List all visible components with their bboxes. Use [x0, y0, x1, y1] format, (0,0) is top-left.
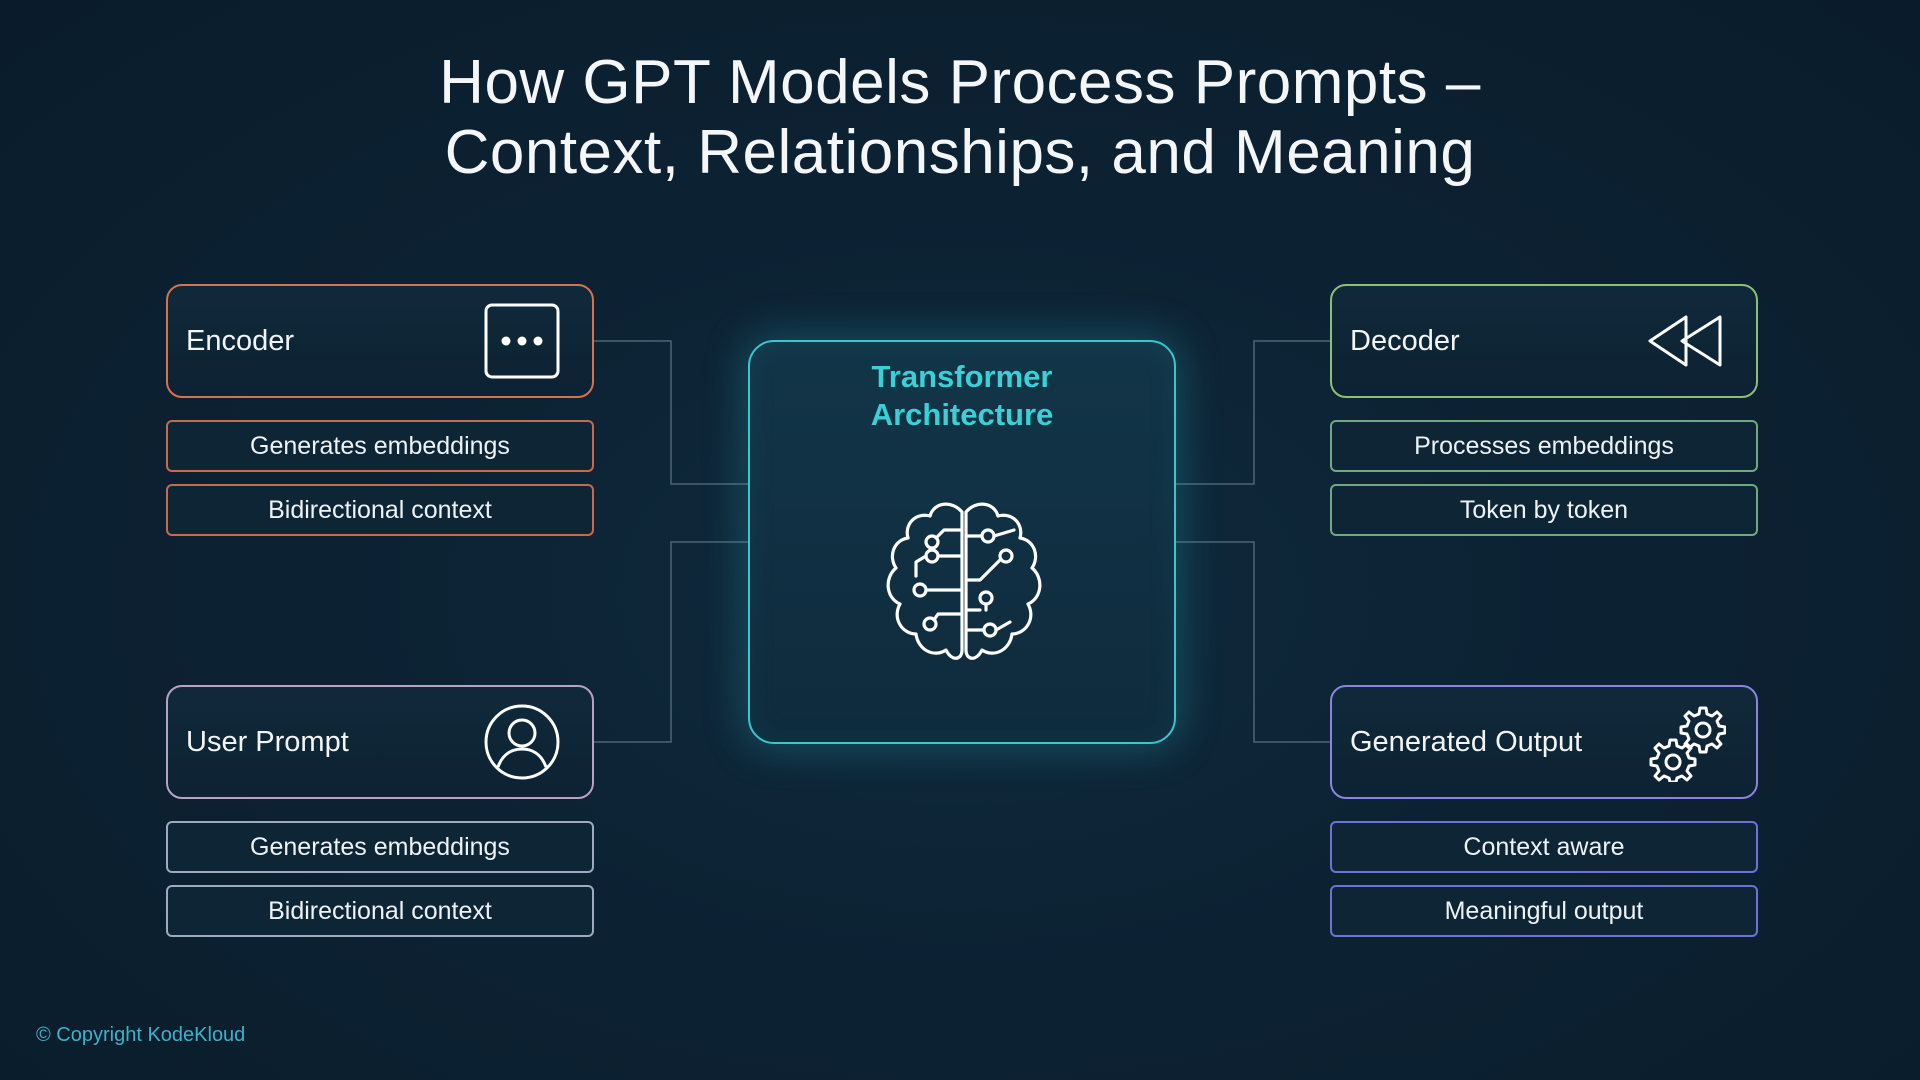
generated-output-item-1: Context aware — [1330, 821, 1758, 873]
connector-encoder — [594, 340, 748, 485]
transformer-title-line-2: Architecture — [870, 397, 1054, 432]
user-prompt-label: User Prompt — [186, 725, 349, 758]
encoder-card: Encoder — [166, 284, 594, 398]
decoder-item-2: Token by token — [1330, 484, 1758, 536]
gears-icon — [1646, 702, 1726, 782]
user-prompt-item-1: Generates embeddings — [166, 821, 594, 873]
copyright-text: © Copyright KodeKloud — [36, 1024, 246, 1046]
transformer-architecture-box: Transformer Architecture — [748, 340, 1176, 744]
transformer-title: Transformer Architecture — [750, 358, 1174, 434]
decoder-label: Decoder — [1350, 324, 1460, 357]
slide-title-line-2: Context, Relationships, and Meaning — [444, 118, 1476, 187]
brain-circuit-icon — [886, 502, 1042, 660]
slide-title: How GPT Models Process Prompts – Context… — [0, 48, 1920, 188]
decoder-card: Decoder — [1330, 284, 1758, 398]
user-prompt-item-2: Bidirectional context — [166, 885, 594, 937]
slide-title-line-1: How GPT Models Process Prompts – — [439, 48, 1481, 117]
encoder-label: Encoder — [186, 324, 295, 357]
decoder-item-1: Processes embeddings — [1330, 420, 1758, 472]
encoder-item-2: Bidirectional context — [166, 484, 594, 536]
user-icon — [482, 702, 562, 782]
ellipsis-icon — [482, 301, 562, 381]
user-prompt-card: User Prompt — [166, 685, 594, 799]
connector-generated-output — [1176, 541, 1330, 743]
encoder-item-1: Generates embeddings — [166, 420, 594, 472]
transformer-title-line-1: Transformer — [871, 359, 1053, 394]
connector-user-prompt — [594, 541, 748, 743]
connector-decoder — [1176, 340, 1330, 485]
generated-output-label: Generated Output — [1350, 725, 1583, 758]
generated-output-item-2: Meaningful output — [1330, 885, 1758, 937]
rewind-icon — [1646, 301, 1726, 381]
generated-output-card: Generated Output — [1330, 685, 1758, 799]
